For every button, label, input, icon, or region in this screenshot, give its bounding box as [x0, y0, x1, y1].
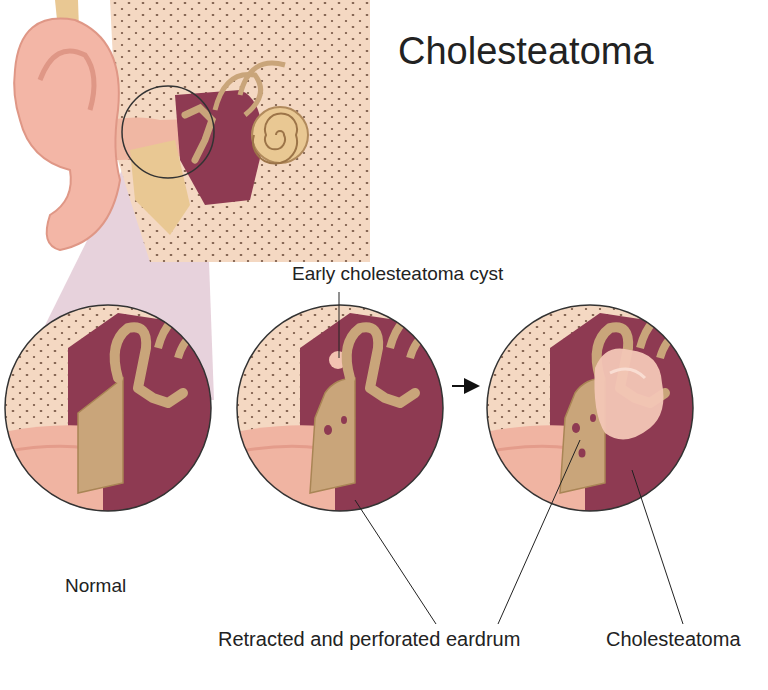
part-label: Cholesteatoma [606, 628, 741, 651]
early-cyst-detail [230, 298, 450, 518]
progression-arrow [452, 385, 478, 387]
leader-lines [339, 292, 683, 624]
normal-ear-detail [0, 298, 218, 518]
part-label: Retracted and perforated eardrum [218, 628, 520, 651]
stage-label: Normal [65, 575, 126, 597]
cholesteatoma-detail [480, 298, 700, 518]
part-label: Early cholesteatoma cyst [292, 263, 503, 285]
diagram-title: Cholesteatoma [398, 30, 654, 73]
ear-overview [14, 0, 370, 262]
